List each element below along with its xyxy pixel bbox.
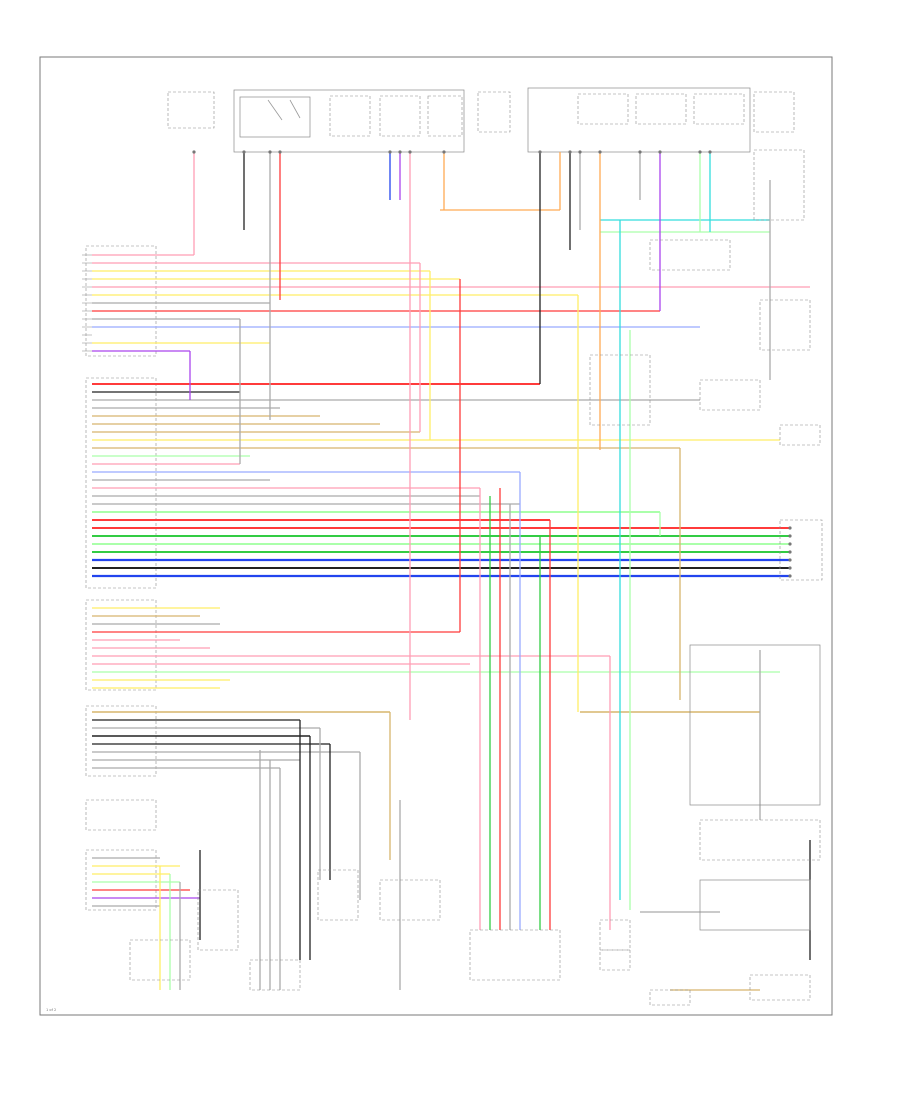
page-number: 1 of 2 <box>46 1008 56 1012</box>
right-components <box>589 149 823 1001</box>
connector-pins <box>192 150 792 578</box>
ecm-connectors <box>85 245 157 911</box>
top-components <box>167 87 795 153</box>
pin-ticks <box>82 254 92 352</box>
vertical-wires <box>159 152 811 990</box>
diagram-frame <box>39 56 833 1016</box>
horizontal-wires <box>92 209 810 991</box>
bottom-components <box>129 869 691 1006</box>
